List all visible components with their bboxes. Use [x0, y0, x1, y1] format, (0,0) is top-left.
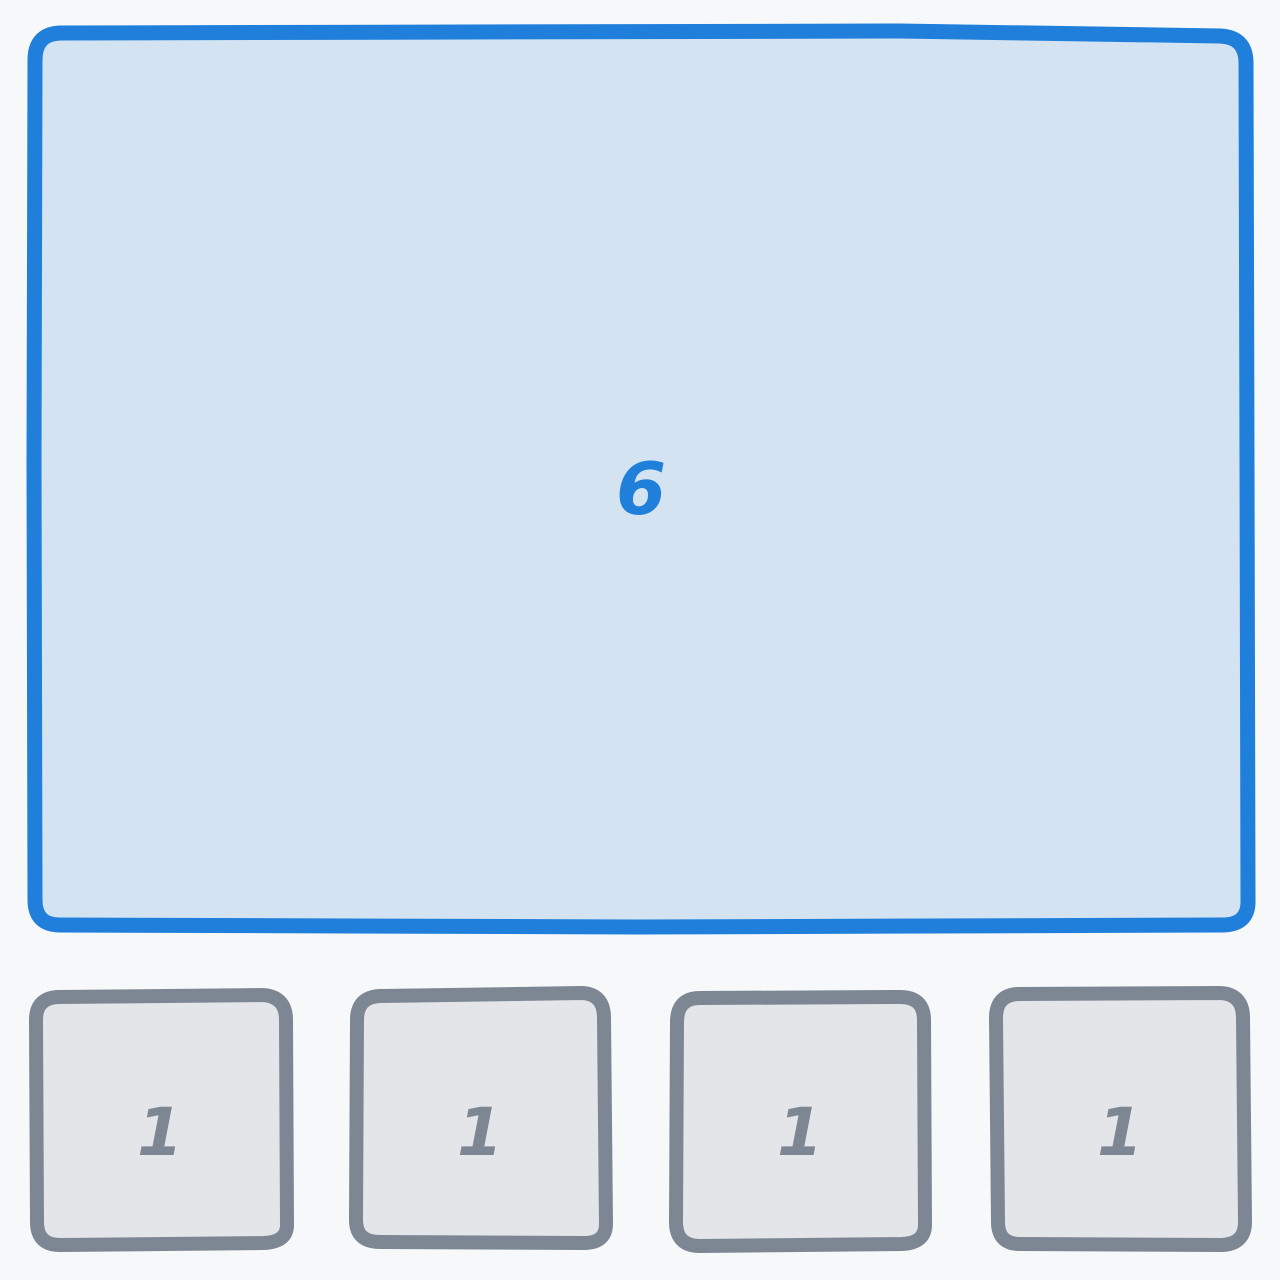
main-box: 6 [26, 23, 1256, 935]
small-box-1-label: 1 [137, 1094, 183, 1171]
small-box-1-shape [29, 988, 294, 1252]
small-box-3-label: 1 [777, 1094, 823, 1171]
small-box-2: 1 [349, 986, 613, 1250]
small-box-3: 1 [669, 990, 932, 1253]
small-box-3-shape [669, 990, 932, 1253]
small-box-4-label: 1 [1097, 1094, 1143, 1171]
small-box-4: 1 [989, 986, 1252, 1252]
main-box-shape [26, 23, 1256, 935]
small-box-4-shape [989, 986, 1252, 1252]
small-box-1: 1 [29, 988, 294, 1252]
small-box-2-shape [349, 986, 613, 1250]
main-box-label: 6 [616, 447, 666, 531]
small-box-2-label: 1 [457, 1094, 503, 1171]
